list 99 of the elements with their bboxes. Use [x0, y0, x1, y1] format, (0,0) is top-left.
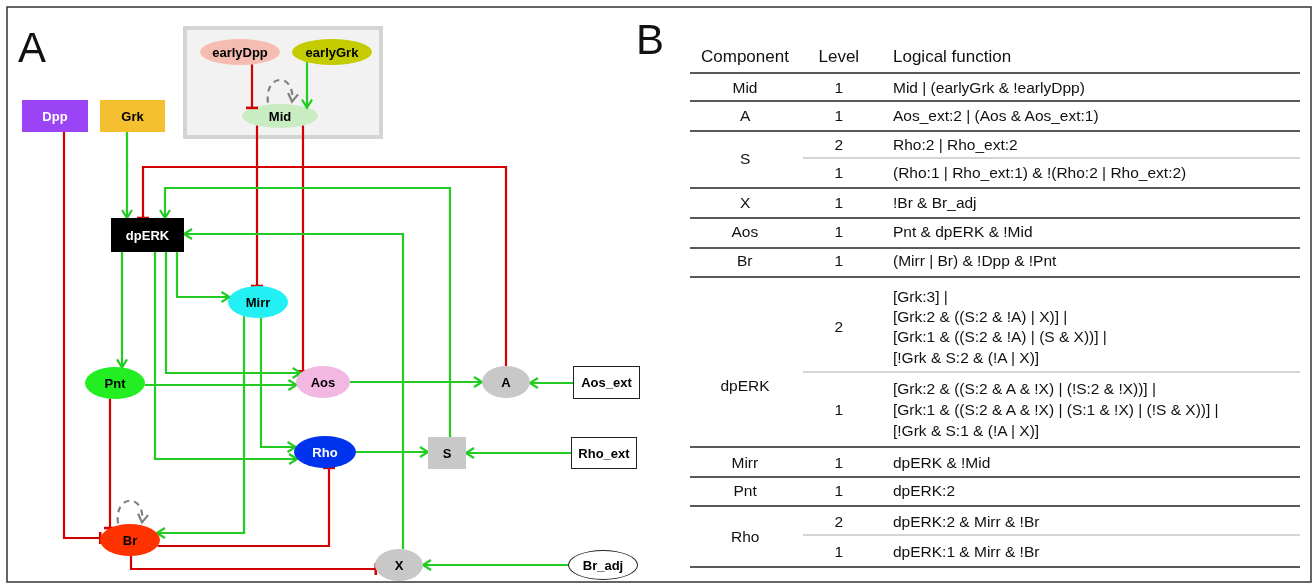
activation-arrow — [259, 317, 297, 454]
activation-arrow — [528, 376, 573, 390]
logical-function: dpERK & !Mid — [893, 454, 991, 472]
level-value: 1 — [834, 482, 844, 500]
level-value: 1 — [834, 79, 844, 97]
logical-function: [Grk:1 & ((S:2 & !A) | (S & X))] | — [893, 328, 1107, 346]
logical-function: [!Grk & S:2 & (!A | X)] — [893, 349, 1040, 367]
component-name: Br — [737, 252, 753, 270]
activation-arrow — [120, 132, 134, 220]
rectangle-node — [571, 437, 637, 469]
level-value: 1 — [834, 107, 844, 125]
inhibition-connector — [249, 125, 265, 288]
level-value: 2 — [834, 513, 844, 531]
component-name: X — [740, 194, 751, 212]
component-name: Mid — [732, 79, 758, 97]
self-loop-arrow — [266, 79, 299, 103]
column-header: Logical function — [893, 47, 1012, 67]
node-label: Br — [122, 532, 138, 548]
self-loop-arrow — [116, 499, 149, 524]
node-label: dpERK — [125, 227, 170, 243]
logical-function: [Grk:2 & ((S:2 & !A) | X)] | — [893, 308, 1068, 326]
node-label: Rho_ext — [578, 445, 630, 461]
inhibition-connector — [157, 466, 337, 548]
logical-function: Mid | (earlyGrk & !earlyDpp) — [893, 79, 1085, 97]
node-label: Grk — [121, 108, 144, 124]
component-name: S — [740, 150, 751, 168]
component-name: Rho — [731, 528, 760, 546]
activation-arrow — [155, 316, 246, 540]
node-label: earlyDpp — [212, 44, 268, 60]
rectangle-node — [111, 218, 184, 252]
inhibition-connector — [62, 132, 102, 546]
logical-function: [Grk:3] | — [893, 288, 948, 306]
column-header: Component — [701, 47, 789, 67]
node-label: X — [394, 557, 404, 573]
component-name: A — [740, 107, 751, 125]
node-label: earlyGrk — [305, 44, 359, 60]
level-value: 2 — [834, 136, 844, 154]
inhibition-connector — [129, 556, 378, 577]
component-name: Pnt — [733, 482, 757, 500]
node-label: S — [442, 445, 452, 461]
logical-function: (Mirr | Br) & !Dpp & !Pnt — [893, 252, 1057, 270]
logical-function: dpERK:1 & Mirr & !Br — [893, 543, 1040, 561]
activation-arrow — [175, 252, 231, 304]
ellipse-node — [375, 549, 423, 581]
component-name: Aos — [731, 223, 759, 241]
logical-function: Pnt & dpERK & !Mid — [893, 223, 1033, 241]
level-value: 1 — [834, 164, 844, 182]
logical-function: dpERK:2 — [893, 482, 956, 500]
ellipse-node — [100, 524, 160, 556]
panel-label: B — [636, 16, 664, 64]
component-name: dpERK — [720, 377, 770, 395]
ellipse-node — [228, 286, 288, 318]
level-value: 2 — [834, 318, 844, 336]
rectangle-node — [100, 100, 165, 132]
activation-arrow — [144, 378, 298, 392]
activation-arrow — [115, 252, 129, 369]
ellipse-node — [85, 367, 145, 399]
activation-arrow — [300, 62, 314, 109]
activation-arrow — [153, 252, 299, 466]
component-name: Mirr — [731, 454, 759, 472]
node-label: Br_adj — [582, 557, 624, 573]
level-value: 1 — [834, 401, 844, 419]
level-value: 1 — [834, 543, 844, 561]
logical-function: dpERK:2 & Mirr & !Br — [893, 513, 1040, 531]
activation-arrow — [350, 375, 484, 389]
group-box — [183, 26, 383, 139]
logical-function: [!Grk & S:1 & (!A | X)] — [893, 422, 1040, 440]
ellipse-node — [296, 366, 350, 398]
activation-arrow — [421, 558, 568, 572]
rectangle-node — [573, 366, 640, 399]
node-label: Dpp — [42, 108, 68, 124]
level-value: 1 — [834, 252, 844, 270]
level-value: 1 — [834, 454, 844, 472]
logical-function: !Br & Br_adj — [893, 194, 977, 212]
logical-function: (Rho:1 | Rho_ext:1) & !(Rho:2 | Rho_ext:2) — [893, 164, 1187, 182]
activation-arrow — [164, 252, 302, 380]
inhibition-connector — [244, 64, 260, 110]
level-value: 1 — [834, 223, 844, 241]
level-value: 1 — [834, 194, 844, 212]
column-header: Level — [818, 47, 860, 67]
logical-function: [Grk:1 & ((S:2 & A & !X) | (S:1 & !X) | (!S & X))] | — [893, 401, 1219, 419]
node-label: Pnt — [104, 375, 126, 391]
activation-arrow — [158, 186, 452, 437]
rectangle-node — [428, 437, 466, 469]
ellipse-node — [482, 366, 530, 398]
node-label: Mid — [268, 108, 292, 124]
node-label: Aos_ext — [581, 375, 632, 390]
rectangle-node — [22, 100, 88, 132]
node-label: A — [501, 374, 511, 390]
node-label: Aos — [310, 374, 336, 390]
node-label: Rho — [312, 444, 338, 460]
logical-function: Rho:2 | Rho_ext:2 — [893, 136, 1018, 154]
node-label: Mirr — [245, 294, 271, 310]
activation-arrow — [356, 445, 430, 459]
logical-function: Aos_ext:2 | (Aos & Aos_ext:1) — [893, 107, 1099, 125]
inhibition-connector — [135, 165, 508, 366]
ellipse-node — [294, 436, 356, 468]
panel-label: A — [18, 24, 46, 72]
logical-function: [Grk:2 & ((S:2 & A & !X) | (!S:2 & !X))] | — [893, 380, 1156, 398]
